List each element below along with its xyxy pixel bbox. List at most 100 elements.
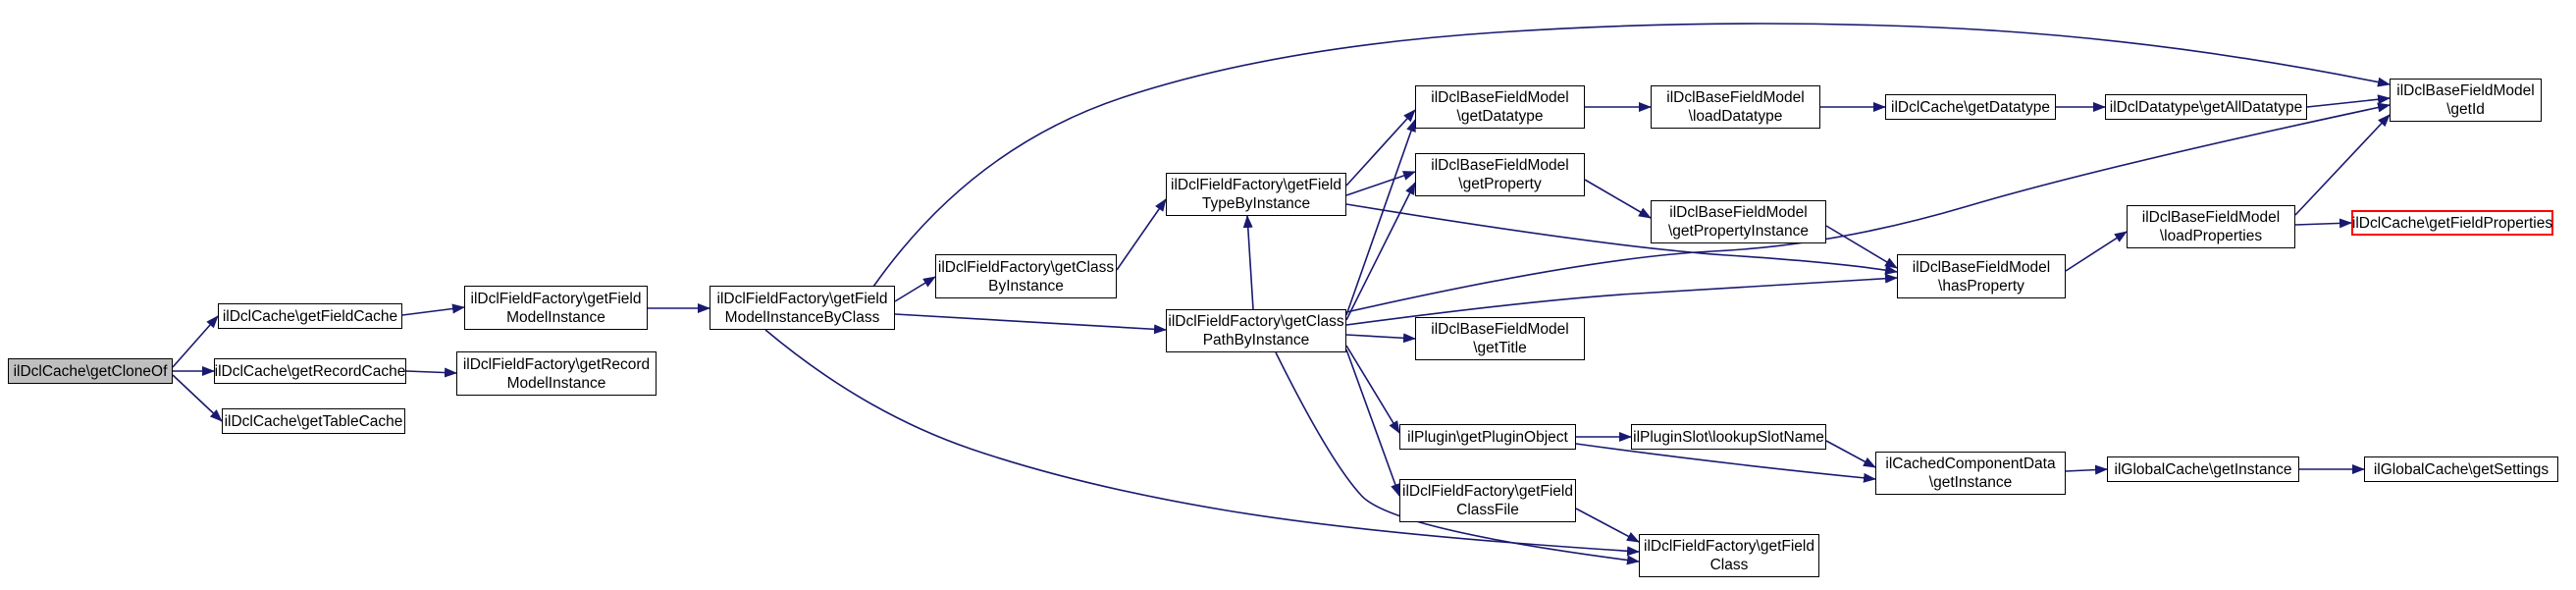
node-label: ilDclBaseFieldModel bbox=[1912, 258, 2051, 276]
node-label: \getId bbox=[2446, 101, 2485, 118]
edge-load-properties-to-get-id bbox=[2294, 114, 2391, 216]
node-label: \getProperty bbox=[1458, 176, 1542, 192]
node-label: ilPluginSlot\lookupSlotName bbox=[1633, 428, 1824, 446]
edge-get-property-instance-to-has-property bbox=[1825, 225, 1898, 269]
node-label: \hasProperty bbox=[1938, 277, 2024, 295]
edge-get-class-path-by-instance-to-get-field-class bbox=[1275, 351, 1640, 565]
node-label: ilDclBaseFieldModel bbox=[2396, 82, 2535, 99]
node-load-properties[interactable]: ilDclBaseFieldModel \loadProperties bbox=[2127, 205, 2295, 248]
node-lookup-slot-name[interactable]: ilPluginSlot\lookupSlotName bbox=[1631, 424, 1826, 450]
node-label: TypeByInstance bbox=[1201, 195, 1311, 212]
node-label: ilDclCache\getCloneOf bbox=[13, 362, 168, 380]
edge-get-clone-of-to-get-field-cache bbox=[172, 315, 219, 368]
node-label: ilDclFieldFactory\getClass bbox=[1168, 313, 1344, 330]
node-label: ilDclBaseFieldModel bbox=[1669, 204, 1808, 221]
node-label: ilPlugin\getPluginObject bbox=[1407, 428, 1568, 446]
node-label: ModelInstanceByClass bbox=[724, 308, 880, 326]
node-label: ilDclBaseFieldModel bbox=[1431, 89, 1569, 106]
node-get-property-instance[interactable]: ilDclBaseFieldModel \getPropertyInstance bbox=[1651, 200, 1826, 243]
edge-get-field-type-by-instance-to-has-property bbox=[1345, 203, 1898, 275]
node-get-id[interactable]: ilDclBaseFieldModel \getId bbox=[2390, 79, 2542, 122]
node-label: ilDclBaseFieldModel bbox=[2141, 209, 2281, 226]
edge-get-class-path-by-instance-to-get-field-type-by-instance bbox=[1242, 215, 1254, 310]
node-label: ModelInstance bbox=[506, 308, 605, 326]
node-label: ilDclCache\getFieldCache bbox=[222, 307, 398, 325]
node-label: ClassFile bbox=[1456, 502, 1519, 518]
edge-get-property-to-get-property-instance bbox=[1584, 179, 1652, 219]
node-get-plugin-object[interactable]: ilPlugin\getPluginObject bbox=[1399, 424, 1576, 450]
edge-get-field-cache-to-get-field-model-instance bbox=[401, 303, 465, 316]
node-label: ilDclFieldFactory\getRecord bbox=[462, 355, 651, 373]
node-get-datatype[interactable]: ilDclBaseFieldModel \getDatatype bbox=[1415, 85, 1585, 129]
edge-cached-component-get-instance-to-global-cache-get-instance bbox=[2065, 464, 2108, 475]
node-label: \getPropertyInstance bbox=[1667, 223, 1810, 240]
node-get-clone-of[interactable]: ilDclCache\getCloneOf bbox=[8, 358, 173, 384]
edge-load-properties-to-get-field-properties bbox=[2294, 218, 2352, 229]
node-label: ilGlobalCache\getInstance bbox=[2114, 460, 2292, 478]
node-label: ilCachedComponentData bbox=[1885, 456, 2056, 472]
edge-get-record-cache-to-get-record-model-instance bbox=[405, 367, 457, 378]
node-label: \loadDatatype bbox=[1688, 108, 1783, 125]
node-label: \loadProperties bbox=[2159, 228, 2263, 244]
edge-get-field-type-by-instance-to-get-datatype bbox=[1345, 109, 1416, 187]
edge-get-class-path-by-instance-to-get-plugin-object bbox=[1345, 345, 1400, 434]
node-label: ilDclCache\getTableCache bbox=[224, 412, 403, 430]
node-label: ModelInstance bbox=[506, 374, 606, 392]
edge-get-class-path-by-instance-to-get-datatype bbox=[1345, 119, 1416, 316]
edge-get-field-model-instance-by-class-to-get-id bbox=[872, 23, 2391, 288]
node-label: ilDclBaseFieldModel bbox=[1431, 157, 1569, 174]
edge-get-class-path-by-instance-to-get-id bbox=[1345, 102, 2391, 313]
node-label: ilDclFieldFactory\getField bbox=[470, 290, 642, 307]
node-label: ilDclCache\getRecordCache bbox=[214, 362, 406, 380]
node-label: \getInstance bbox=[1928, 474, 2013, 491]
edge-get-field-class-file-to-get-field-class bbox=[1575, 508, 1640, 543]
node-label: ilDclCache\getFieldProperties bbox=[2351, 214, 2553, 232]
node-get-table-cache[interactable]: ilDclCache\getTableCache bbox=[222, 408, 405, 434]
edge-get-class-path-by-instance-to-get-title bbox=[1345, 333, 1416, 344]
node-label: \getTitle bbox=[1473, 340, 1527, 356]
node-label: ilGlobalCache\getSettings bbox=[2373, 460, 2550, 478]
node-get-title[interactable]: ilDclBaseFieldModel \getTitle bbox=[1415, 317, 1585, 360]
edge-has-property-to-load-properties bbox=[2065, 231, 2128, 272]
node-cached-component-get-instance[interactable]: ilCachedComponentData \getInstance bbox=[1875, 452, 2066, 495]
edge-get-clone-of-to-get-table-cache bbox=[172, 374, 223, 422]
node-load-datatype[interactable]: ilDclBaseFieldModel\loadDatatype bbox=[1651, 85, 1820, 129]
node-label: PathByInstance bbox=[1202, 332, 1310, 349]
node-label: ilDclBaseFieldModel bbox=[1431, 321, 1569, 338]
edge-get-field-model-instance-by-class-to-get-class-by-instance bbox=[894, 276, 936, 302]
node-label: ilDclFieldFactory\getField bbox=[716, 290, 888, 307]
edge-get-class-path-by-instance-to-get-field-class-file bbox=[1345, 349, 1400, 497]
node-cache-get-datatype[interactable]: ilDclCache\getDatatype bbox=[1885, 94, 2056, 120]
edge-get-field-model-instance-by-class-to-get-class-path-by-instance bbox=[894, 313, 1167, 335]
edge-get-class-by-instance-to-get-field-type-by-instance bbox=[1116, 198, 1167, 271]
node-label: ilDclFieldFactory\getField bbox=[1171, 177, 1341, 193]
node-get-record-cache[interactable]: ilDclCache\getRecordCache bbox=[214, 358, 406, 384]
node-has-property[interactable]: ilDclBaseFieldModel\hasProperty bbox=[1897, 254, 2066, 298]
node-global-cache-get-settings[interactable]: ilGlobalCache\getSettings bbox=[2364, 456, 2558, 482]
node-label: Class bbox=[1709, 557, 1749, 573]
node-label: ilDclDatatype\getAllDatatype bbox=[2109, 98, 2303, 116]
node-label: ilDclFieldFactory\getField bbox=[1402, 483, 1573, 500]
edge-get-field-model-instance-by-class-to-get-field-class bbox=[764, 329, 1640, 557]
node-get-property[interactable]: ilDclBaseFieldModel \getProperty bbox=[1415, 153, 1585, 196]
node-get-field-cache[interactable]: ilDclCache\getFieldCache bbox=[218, 303, 402, 329]
node-label: ilDclFieldFactory\getClass bbox=[937, 258, 1115, 276]
edge-get-class-path-by-instance-to-has-property bbox=[1345, 273, 1898, 326]
node-label: ilDclFieldFactory\getField bbox=[1644, 538, 1814, 555]
node-label: \getDatatype bbox=[1456, 108, 1544, 125]
edge-get-field-type-by-instance-to-get-property bbox=[1345, 171, 1416, 196]
node-get-all-datatype[interactable]: ilDclDatatype\getAllDatatype bbox=[2105, 94, 2307, 120]
node-get-field-properties[interactable]: ilDclCache\getFieldProperties bbox=[2351, 210, 2553, 236]
node-global-cache-get-instance[interactable]: ilGlobalCache\getInstance bbox=[2107, 456, 2299, 482]
edge-get-all-datatype-to-get-id bbox=[2306, 94, 2391, 108]
